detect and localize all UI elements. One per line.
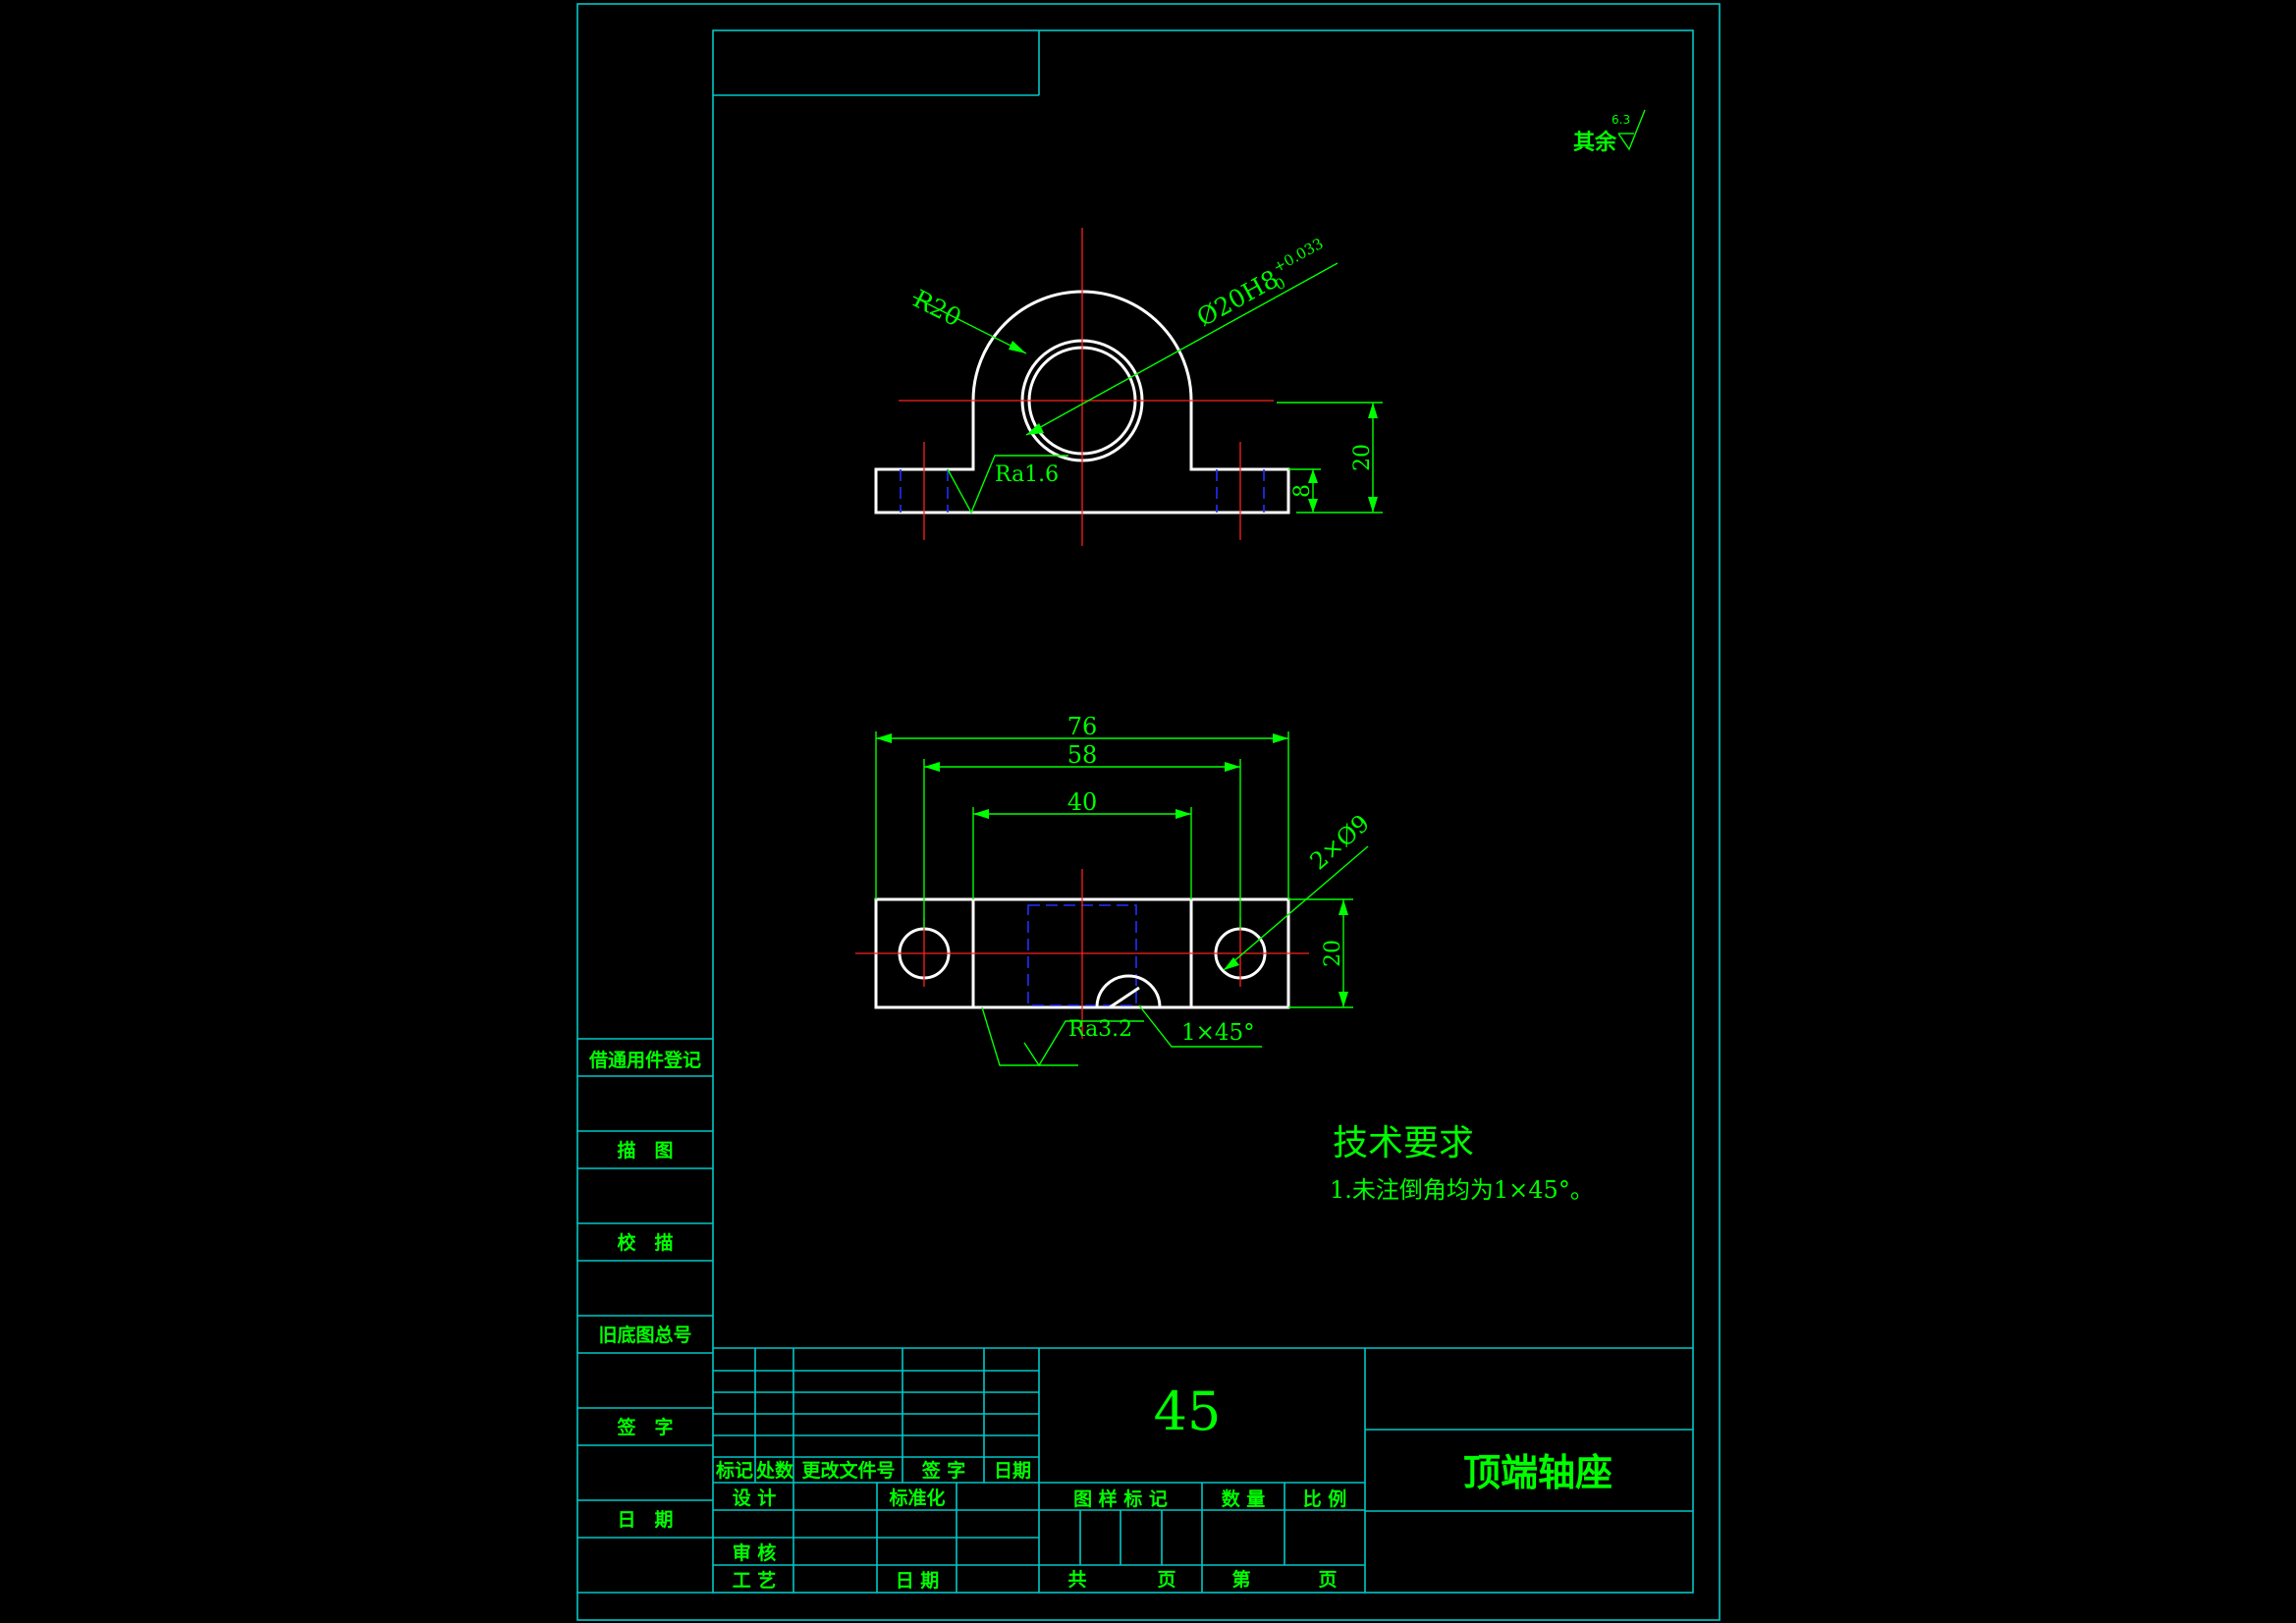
strip-label-sign: 签 字 [616,1416,673,1438]
tb-part-name: 顶端轴座 [1463,1451,1613,1494]
dim-depth-20: 20 [1321,940,1345,967]
tb-date2: 日 期 [896,1570,940,1592]
top-view: 76 58 40 2×Ø9 20 Ra3.2 1×45° [855,713,1375,1067]
dim-r20: R20 [908,285,965,333]
technical-requirements: 技术要求 1.未注倒角均为1×45°。 [1330,1123,1594,1204]
dim-width-76: 76 [1067,713,1098,740]
tech-req-item-1: 1.未注倒角均为1×45°。 [1330,1176,1594,1204]
front-view: R20 Ø20H8 +0.033 0 Ra1.6 20 8 [874,228,1383,546]
tb-review: 审 核 [733,1542,777,1564]
dim-height-20: 20 [1350,444,1375,471]
strip-label-check: 校 描 [617,1231,673,1254]
roughness-other-label: 其余 [1573,130,1617,155]
roughness-note: 其余 6.3 [1573,109,1646,155]
dim-bore-tol-upper: +0.033 [1270,235,1326,277]
tb-design: 设 计 [733,1488,777,1509]
tb-sheet-unit: 页 [1157,1569,1175,1591]
roughness-front: Ra1.6 [995,462,1059,487]
tb-sheet-unit2: 页 [1318,1569,1337,1591]
tech-req-title: 技术要求 [1333,1123,1474,1163]
dim-boss-40: 40 [1067,788,1098,816]
tb-date: 日期 [994,1460,1031,1482]
dim-spacing-58: 58 [1067,741,1098,769]
tb-process: 工 艺 [733,1570,777,1592]
drawing-frame [576,3,1721,1621]
tb-stage-mark: 图 样 标 记 [1073,1488,1168,1510]
dim-bore: Ø20H8 [1192,264,1284,332]
tb-count: 处数 [755,1459,794,1482]
tb-total: 共 [1067,1569,1086,1591]
tb-sign: 签 字 [921,1459,966,1482]
strip-label-reg: 借通用件登记 [588,1049,701,1071]
dim-chamfer: 1×45° [1181,1020,1255,1046]
tb-scale: 比 例 [1303,1488,1347,1510]
dim-base-8: 8 [1290,484,1315,498]
roughness-top: Ra3.2 [1068,1017,1132,1042]
title-block: 标记 处数 更改文件号 签 字 日期 设 计 标准化 审 核 工 艺 日 期 4… [713,1347,1693,1593]
dim-holes: 2×Ø9 [1305,809,1375,875]
strip-label-date: 日 期 [617,1509,673,1531]
strip-label-trace: 描 图 [617,1139,673,1162]
tb-sheet-no: 第 [1231,1568,1250,1591]
left-side-strip: 借通用件登记 描 图 校 描 旧底图总号 签 字 日 期 [577,1038,713,1594]
tb-qty: 数 量 [1222,1488,1266,1510]
tb-material: 45 [1154,1380,1222,1442]
roughness-other-value: 6.3 [1612,113,1630,127]
strip-label-old-no: 旧底图总号 [598,1324,691,1346]
tb-change-doc: 更改文件号 [801,1459,895,1482]
tb-standard: 标准化 [889,1487,945,1509]
tb-mark: 标记 [716,1460,753,1482]
